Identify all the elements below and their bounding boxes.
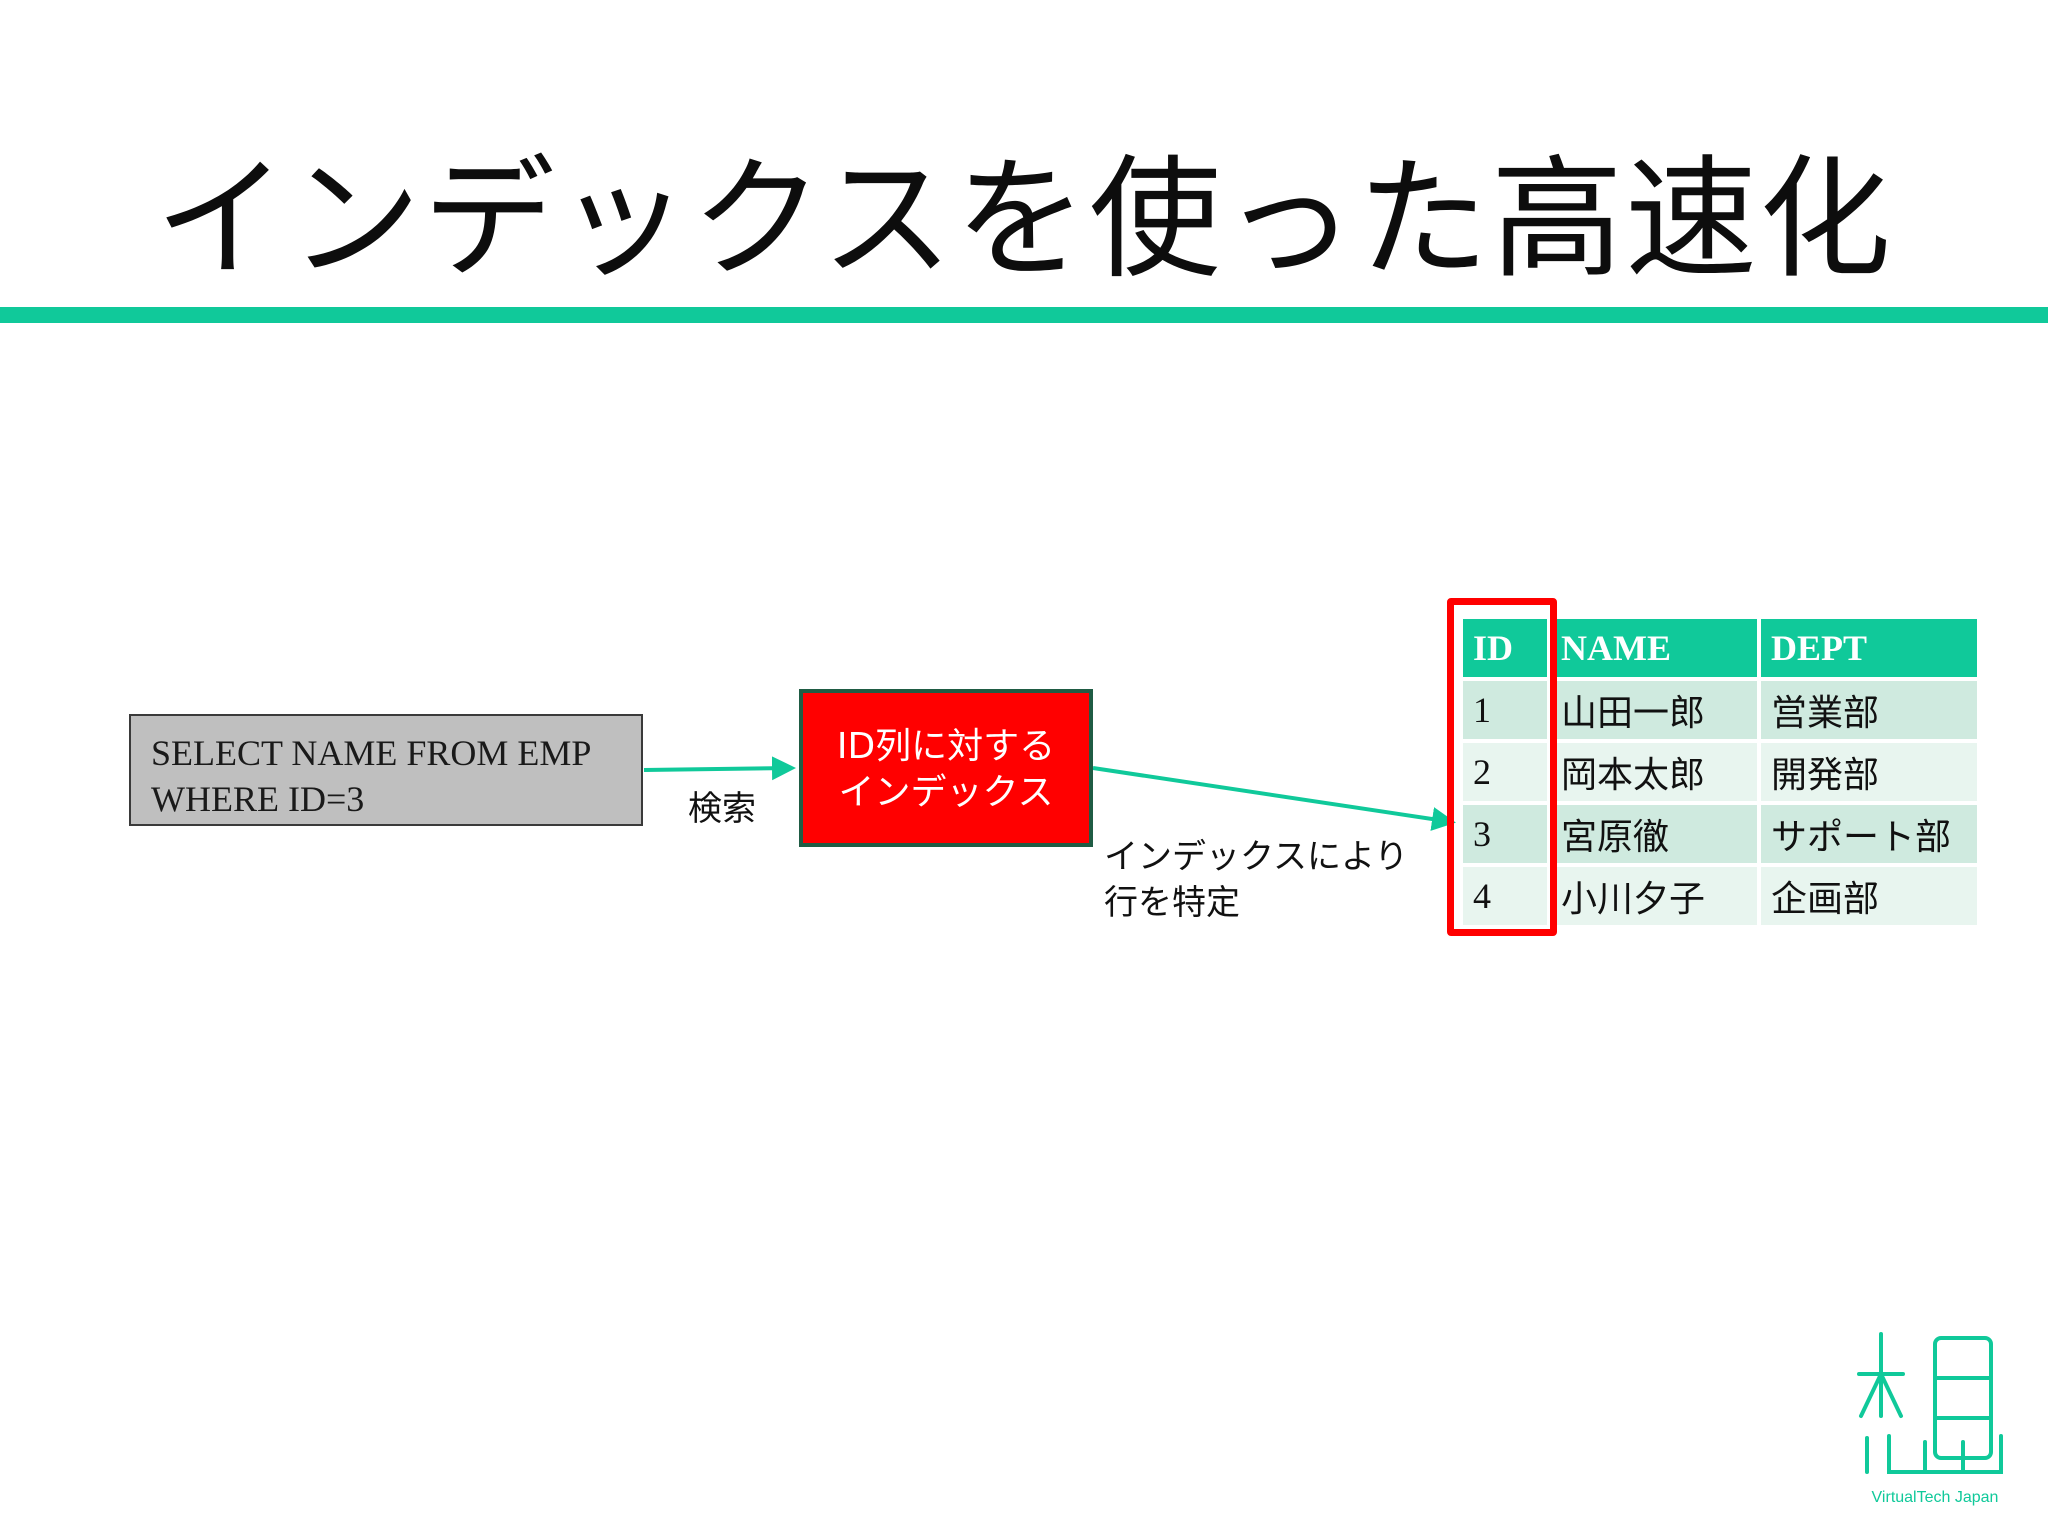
header-id: ID [1463,619,1547,677]
header-name: NAME [1551,619,1757,677]
table-row: 2 岡本太郎 開発部 [1463,743,1977,801]
search-arrow [643,756,796,781]
cell-id: 2 [1463,743,1547,801]
title-divider [0,307,2048,323]
locate-arrow [1092,766,1456,831]
sql-query-line: WHERE ID=3 [151,779,365,819]
id-index-box: ID列に対する インデックス [799,689,1093,847]
header-dept: DEPT [1761,619,1977,677]
search-label: 検索 [688,789,756,829]
slide-title: インデックスを使った高速化 [154,143,1894,297]
emp-table: ID NAME DEPT 1 山田一郎 営業部 2 岡本太郎 開発部 3 宮原徹… [1459,615,1981,929]
cell-name: 宮原徹 [1551,805,1757,863]
table-row: 3 宮原徹 サポート部 [1463,805,1977,863]
cell-dept: 営業部 [1761,681,1977,739]
vtj-logo-icon: VirtualTech Japan [1857,1332,2003,1506]
logo-text: VirtualTech Japan [1872,1489,1999,1506]
id-column-highlight [1447,598,1557,936]
cell-dept: 開発部 [1761,743,1977,801]
locate-row-label: インデックスにより 行を特定 [1104,834,1408,926]
cell-name: 小川夕子 [1551,867,1757,925]
cell-name: 岡本太郎 [1551,743,1757,801]
cell-id: 4 [1463,867,1547,925]
sql-query-box: SELECT NAME FROM EMP WHERE ID=3 [129,714,643,826]
index-box-line: ID列に対する [836,726,1056,767]
cell-id: 1 [1463,681,1547,739]
cell-id: 3 [1463,805,1547,863]
table-header-row: ID NAME DEPT [1463,619,1977,677]
table-row: 1 山田一郎 営業部 [1463,681,1977,739]
sql-query-line: SELECT NAME FROM EMP [151,733,592,773]
locate-label-line: インデックスにより [1104,837,1409,877]
table-row: 4 小川夕子 企画部 [1463,867,1977,925]
cell-dept: 企画部 [1761,867,1977,925]
cell-dept: サポート部 [1761,805,1977,863]
locate-label-line: 行を特定 [1104,883,1240,923]
cell-name: 山田一郎 [1551,681,1757,739]
index-box-line: インデックス [838,772,1054,813]
